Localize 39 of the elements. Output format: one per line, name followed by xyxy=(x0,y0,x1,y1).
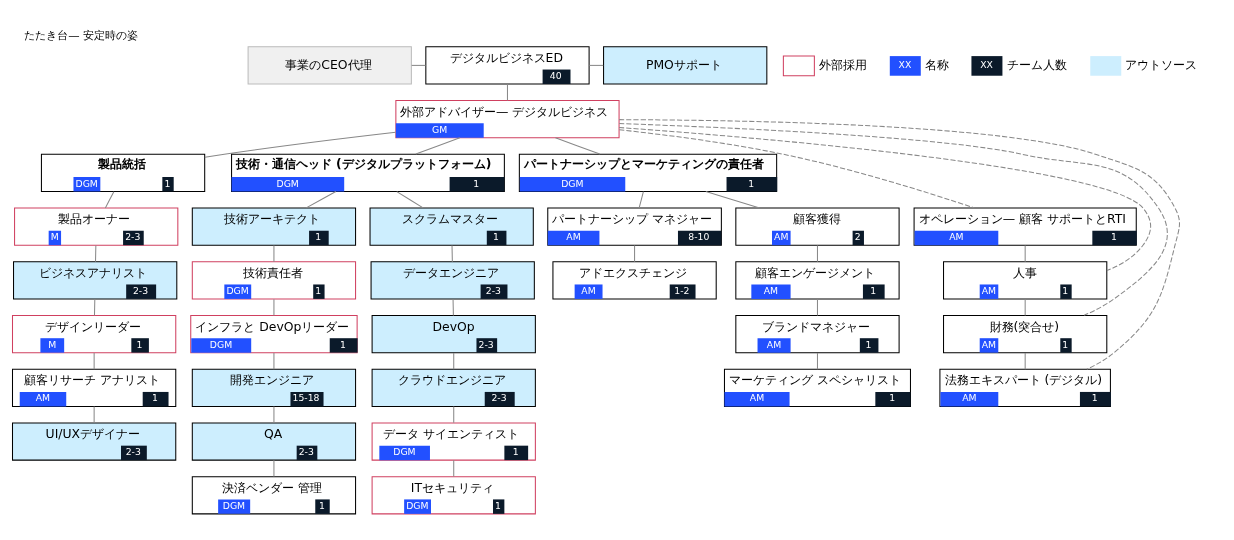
connector xyxy=(453,352,455,370)
connector xyxy=(816,244,818,263)
legend-label: 外部採用 xyxy=(818,57,867,73)
connector xyxy=(396,191,424,209)
connector xyxy=(273,298,275,316)
connector xyxy=(618,129,975,209)
node-box: PMOサポート xyxy=(603,46,768,85)
connector xyxy=(618,126,1152,271)
legend-label: 名称 xyxy=(924,57,949,73)
connector xyxy=(453,459,455,478)
connector xyxy=(273,406,275,424)
connector xyxy=(95,244,97,263)
connector xyxy=(273,459,275,478)
connector xyxy=(816,352,818,370)
connector xyxy=(1024,298,1026,316)
connector xyxy=(1024,352,1026,370)
connector xyxy=(273,352,275,370)
diagram-title: たたき台— 安定時の姿 xyxy=(24,28,139,43)
connector xyxy=(451,244,453,263)
connector xyxy=(104,191,115,209)
connector xyxy=(93,406,95,424)
connector xyxy=(1024,244,1026,263)
label: XX xyxy=(898,59,912,71)
connector xyxy=(93,352,95,370)
connector xyxy=(588,64,604,66)
connector xyxy=(452,298,454,316)
node-box: 事業のCEO代理 xyxy=(247,46,412,85)
connector xyxy=(273,244,275,263)
connector xyxy=(638,191,644,209)
legend-label: アウトソース xyxy=(1125,57,1198,73)
connector xyxy=(411,64,426,66)
connector xyxy=(204,131,397,158)
connector xyxy=(816,298,818,316)
connector xyxy=(506,83,508,101)
legend-label: チーム人数 xyxy=(1006,57,1067,73)
connector xyxy=(634,244,636,263)
connector xyxy=(93,298,96,316)
connector xyxy=(453,406,455,424)
label: XX xyxy=(980,59,993,71)
